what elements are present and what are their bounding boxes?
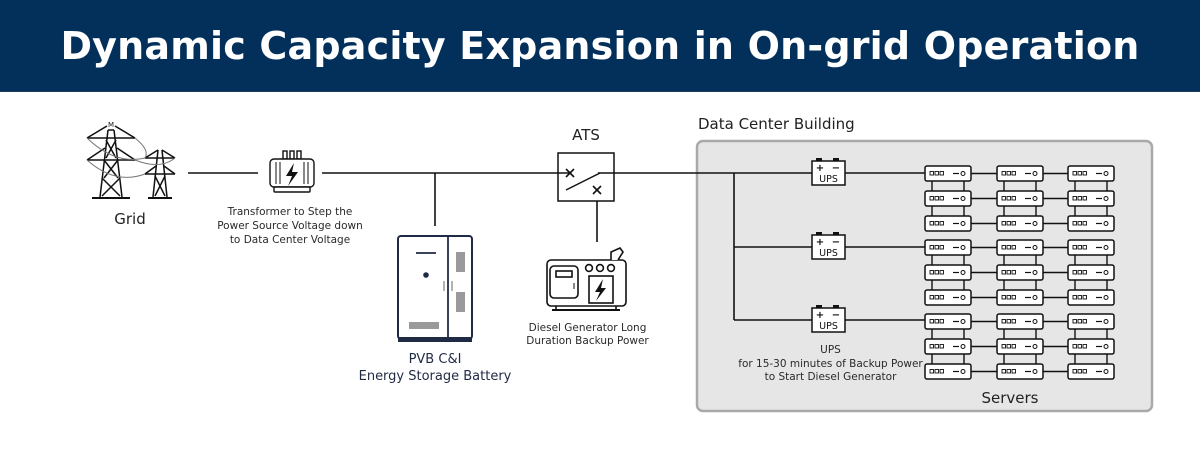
ups-unit: +−UPS xyxy=(811,232,846,260)
server-unit xyxy=(1067,190,1115,216)
server-unit xyxy=(996,239,1068,265)
ups-units: +−UPS+−UPS+−UPS xyxy=(811,158,846,333)
svg-text:M: M xyxy=(108,121,114,129)
server-unit xyxy=(924,338,997,364)
grid-label: Grid xyxy=(114,210,146,228)
battery-label: PVB C&I Energy Storage Battery xyxy=(345,351,525,385)
battery-label-line-2: Energy Storage Battery xyxy=(358,369,512,384)
transformer-label: Transformer to Step the Power Source Vol… xyxy=(205,205,375,247)
server-unit xyxy=(1067,264,1115,290)
ups-label-line-2: for 15-30 minutes of Backup Power xyxy=(738,357,923,370)
data-center-building-label: Data Center Building xyxy=(698,115,855,133)
ups-text: UPS xyxy=(819,174,838,185)
header-banner: Dynamic Capacity Expansion in On-grid Op… xyxy=(0,0,1200,92)
energy-storage-battery-icon xyxy=(397,235,473,342)
server-unit xyxy=(1067,338,1115,364)
ups-label: UPS for 15-30 minutes of Backup Power to… xyxy=(738,344,923,385)
server-unit xyxy=(1067,239,1115,265)
ats-switch-icon xyxy=(557,152,615,202)
server-unit xyxy=(996,363,1068,380)
server-unit xyxy=(1067,289,1115,306)
server-unit xyxy=(1067,215,1115,232)
server-unit xyxy=(1067,363,1115,380)
server-unit xyxy=(924,165,997,191)
server-unit xyxy=(924,239,997,265)
transformer-label-line-2: Power Source Voltage down xyxy=(217,220,363,232)
ups-text: UPS xyxy=(819,321,838,332)
generator-label: Diesel Generator Long Duration Backup Po… xyxy=(515,322,660,348)
ups-label-line-1: UPS xyxy=(820,344,841,356)
ups-text: UPS xyxy=(819,248,838,259)
ups-unit: +−UPS xyxy=(811,158,846,186)
ups-minus-symbol: − xyxy=(832,237,840,248)
transformer-label-line-3: to Data Center Voltage xyxy=(229,234,351,246)
ats-label: ATS xyxy=(572,126,600,144)
server-unit xyxy=(924,289,997,306)
ups-plus-symbol: + xyxy=(816,310,824,321)
grid-towers-icon: M xyxy=(86,121,176,199)
ups-label-line-3: to Start Diesel Generator xyxy=(764,371,897,383)
server-unit xyxy=(996,215,1068,232)
ups-unit: +−UPS xyxy=(811,305,846,333)
server-unit xyxy=(924,190,997,216)
transformer-icon xyxy=(269,150,315,193)
server-unit xyxy=(1067,165,1115,191)
server-unit xyxy=(996,338,1068,364)
server-unit xyxy=(996,313,1068,339)
server-unit xyxy=(996,264,1068,290)
server-racks xyxy=(924,165,1115,380)
ups-plus-symbol: + xyxy=(816,163,824,174)
generator-label-line-1: Diesel Generator Long xyxy=(528,322,647,334)
battery-label-line-1: PVB C&I xyxy=(408,352,462,367)
server-unit xyxy=(996,165,1068,191)
server-unit xyxy=(996,190,1068,216)
ups-minus-symbol: − xyxy=(832,310,840,321)
server-unit xyxy=(924,363,997,380)
server-unit xyxy=(996,289,1068,306)
server-unit xyxy=(924,264,997,290)
diesel-generator-icon xyxy=(546,247,627,311)
servers-label: Servers xyxy=(981,389,1039,407)
page-title: Dynamic Capacity Expansion in On-grid Op… xyxy=(60,23,1140,68)
server-unit xyxy=(924,313,997,339)
ups-minus-symbol: − xyxy=(832,163,840,174)
generator-label-line-2: Duration Backup Power xyxy=(526,335,649,347)
transformer-label-line-1: Transformer to Step the xyxy=(227,206,353,218)
server-unit xyxy=(924,215,997,232)
ups-plus-symbol: + xyxy=(816,237,824,248)
server-unit xyxy=(1067,313,1115,339)
